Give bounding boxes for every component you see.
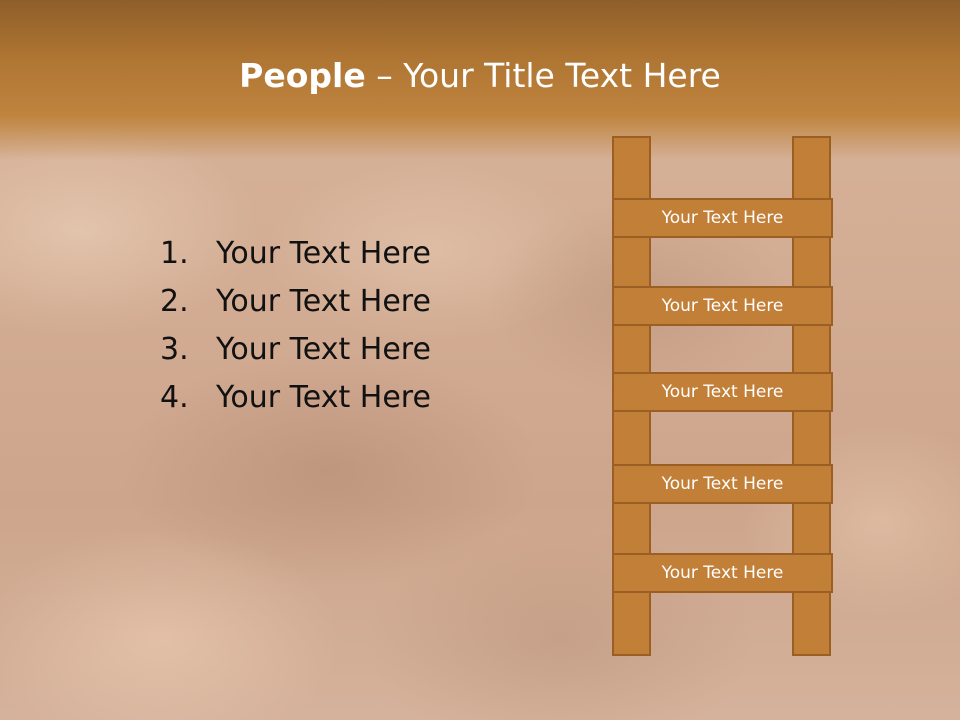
ladder-step-label: Your Text Here: [661, 208, 784, 228]
ladder-step-label: Your Text Here: [661, 296, 784, 316]
list-item-text: Your Text Here: [216, 284, 431, 319]
list-item-number: 1.: [160, 236, 189, 271]
slide-title[interactable]: People – Your Title Text Here: [0, 54, 960, 98]
list-item: 1. Your Text Here: [160, 230, 431, 278]
list-item-number: 2.: [160, 284, 189, 319]
list-item: 2. Your Text Here: [160, 278, 431, 326]
title-rest-text: – Your Title Text Here: [365, 56, 721, 95]
ladder-step-label: Your Text Here: [661, 382, 784, 402]
ladder-step[interactable]: Your Text Here: [612, 286, 833, 326]
list-item: 4. Your Text Here: [160, 374, 431, 422]
list-item-text: Your Text Here: [216, 332, 431, 367]
ladder-step[interactable]: Your Text Here: [612, 553, 833, 593]
list-item-text: Your Text Here: [216, 380, 431, 415]
numbered-list[interactable]: 1. Your Text Here 2. Your Text Here 3. Your…: [160, 230, 431, 422]
ladder-step[interactable]: Your Text Here: [612, 372, 833, 412]
list-item-number: 4.: [160, 380, 189, 415]
ladder-step-label: Your Text Here: [661, 563, 784, 583]
list-item: 3. Your Text Here: [160, 326, 431, 374]
title-bold-text: People: [239, 56, 366, 95]
ladder-step[interactable]: Your Text Here: [612, 464, 833, 504]
list-item-number: 3.: [160, 332, 189, 367]
ladder-step[interactable]: Your Text Here: [612, 198, 833, 238]
ladder-step-label: Your Text Here: [661, 474, 784, 494]
list-item-text: Your Text Here: [216, 236, 431, 271]
title-band: [0, 0, 960, 160]
